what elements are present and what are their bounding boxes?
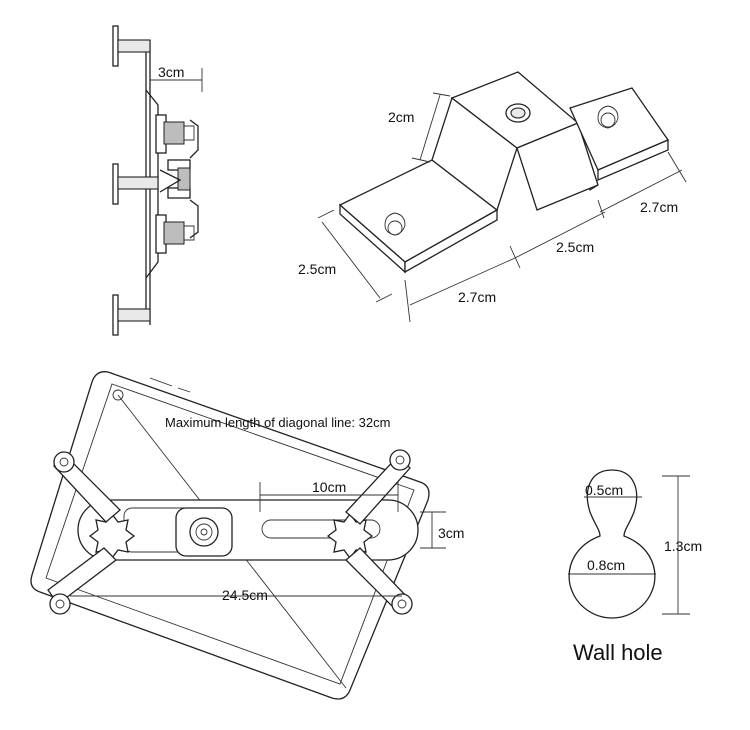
z-bracket: 2cm 2.5cm 2.7cm 2.5cm 2.7cm xyxy=(298,71,687,323)
bracket-mid-length-label: 2.5cm xyxy=(556,239,594,255)
side-gap-label: 3cm xyxy=(158,64,184,80)
arm-height-label: 3cm xyxy=(438,525,464,541)
keyhole-icon xyxy=(568,469,656,619)
bracket-bottom-length-label: 2.7cm xyxy=(458,289,496,305)
bracket-height-label: 2cm xyxy=(388,109,414,125)
diagonal-note: Maximum length of diagonal line: 32cm xyxy=(165,415,390,430)
hole-bottom-width-label: 0.8cm xyxy=(587,557,625,573)
wall-hole-title: Wall hole xyxy=(573,640,663,665)
wall-hole: 0.5cm 0.8cm 1.3cm Wall hole xyxy=(568,469,702,665)
hole-top-width-label: 0.5cm xyxy=(585,482,623,498)
left-knob-icon xyxy=(88,512,136,560)
hole-height-label: 1.3cm xyxy=(664,538,702,554)
side-view: 3cm xyxy=(112,25,203,336)
tablet-mount: Maximum length of diagonal line: 32cm xyxy=(30,371,464,700)
bracket-top-length-label: 2.7cm xyxy=(640,199,678,215)
bracket-width-label: 2.5cm xyxy=(298,261,336,277)
right-knob-icon xyxy=(326,512,374,560)
slot-length-label: 10cm xyxy=(312,479,346,495)
overall-width-label: 24.5cm xyxy=(222,587,268,603)
